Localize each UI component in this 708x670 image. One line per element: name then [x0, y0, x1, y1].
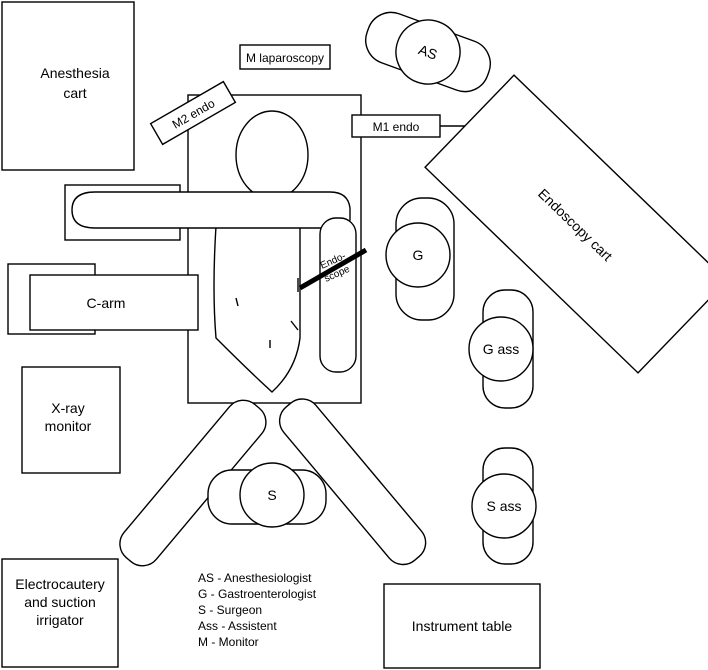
legend-item: AS - Anesthesiologist	[198, 571, 312, 585]
patient-right-arm	[319, 217, 357, 373]
endoscopy-cart: Endoscopy cart	[424, 74, 708, 374]
gastroenterologist: G	[385, 197, 455, 321]
gastroenterologist-assistant: G ass	[468, 289, 534, 409]
surgeon-assistant: S ass	[471, 447, 537, 565]
surgeon-assistant-label: S ass	[486, 498, 521, 514]
instrument-table-label: Instrument table	[412, 618, 513, 634]
xray-monitor-label-2: monitor	[45, 418, 92, 434]
xray-monitor: X-ray monitor	[21, 366, 121, 474]
monitor-m1-endo-label: M1 endo	[373, 120, 420, 134]
electrocautery-label-3: irrigator	[36, 612, 84, 628]
anesthesiologist-label: AS	[416, 41, 439, 62]
monitor-laparoscopy: M laparoscopy	[239, 44, 331, 70]
legend-item: Ass - Assistent	[198, 619, 277, 633]
legend-item: M - Monitor	[198, 635, 259, 649]
gastroenterologist-label: G	[413, 247, 424, 263]
anesthesia-cart: Anesthesia cart	[1, 1, 135, 171]
gastroenterologist-assistant-label: G ass	[483, 341, 520, 357]
legend-item: S - Surgeon	[198, 603, 262, 617]
c-arm-label: C-arm	[87, 295, 126, 311]
instrument-table: Instrument table	[383, 583, 541, 669]
legend: AS - Anesthesiologist G - Gastroenterolo…	[198, 571, 317, 649]
anesthesia-cart-label-1: Anesthesia	[40, 65, 109, 81]
electrocautery-unit: Electrocautery and suction irrigator	[1, 558, 119, 668]
xray-monitor-label-1: X-ray	[51, 400, 84, 416]
monitor-laparoscopy-label: M laparoscopy	[246, 51, 324, 65]
arm-board	[64, 184, 351, 241]
anesthesiologist: AS	[365, 11, 491, 93]
legend-item: G - Gastroenterologist	[198, 587, 317, 601]
electrocautery-label-1: Electrocautery	[15, 576, 104, 592]
anesthesia-cart-label-2: cart	[63, 85, 86, 101]
patient-silhouette	[119, 110, 427, 567]
c-arm: C-arm	[7, 263, 199, 335]
surgeon: S	[207, 462, 327, 528]
electrocautery-label-2: and suction	[24, 594, 96, 610]
surgeon-label: S	[267, 487, 276, 503]
